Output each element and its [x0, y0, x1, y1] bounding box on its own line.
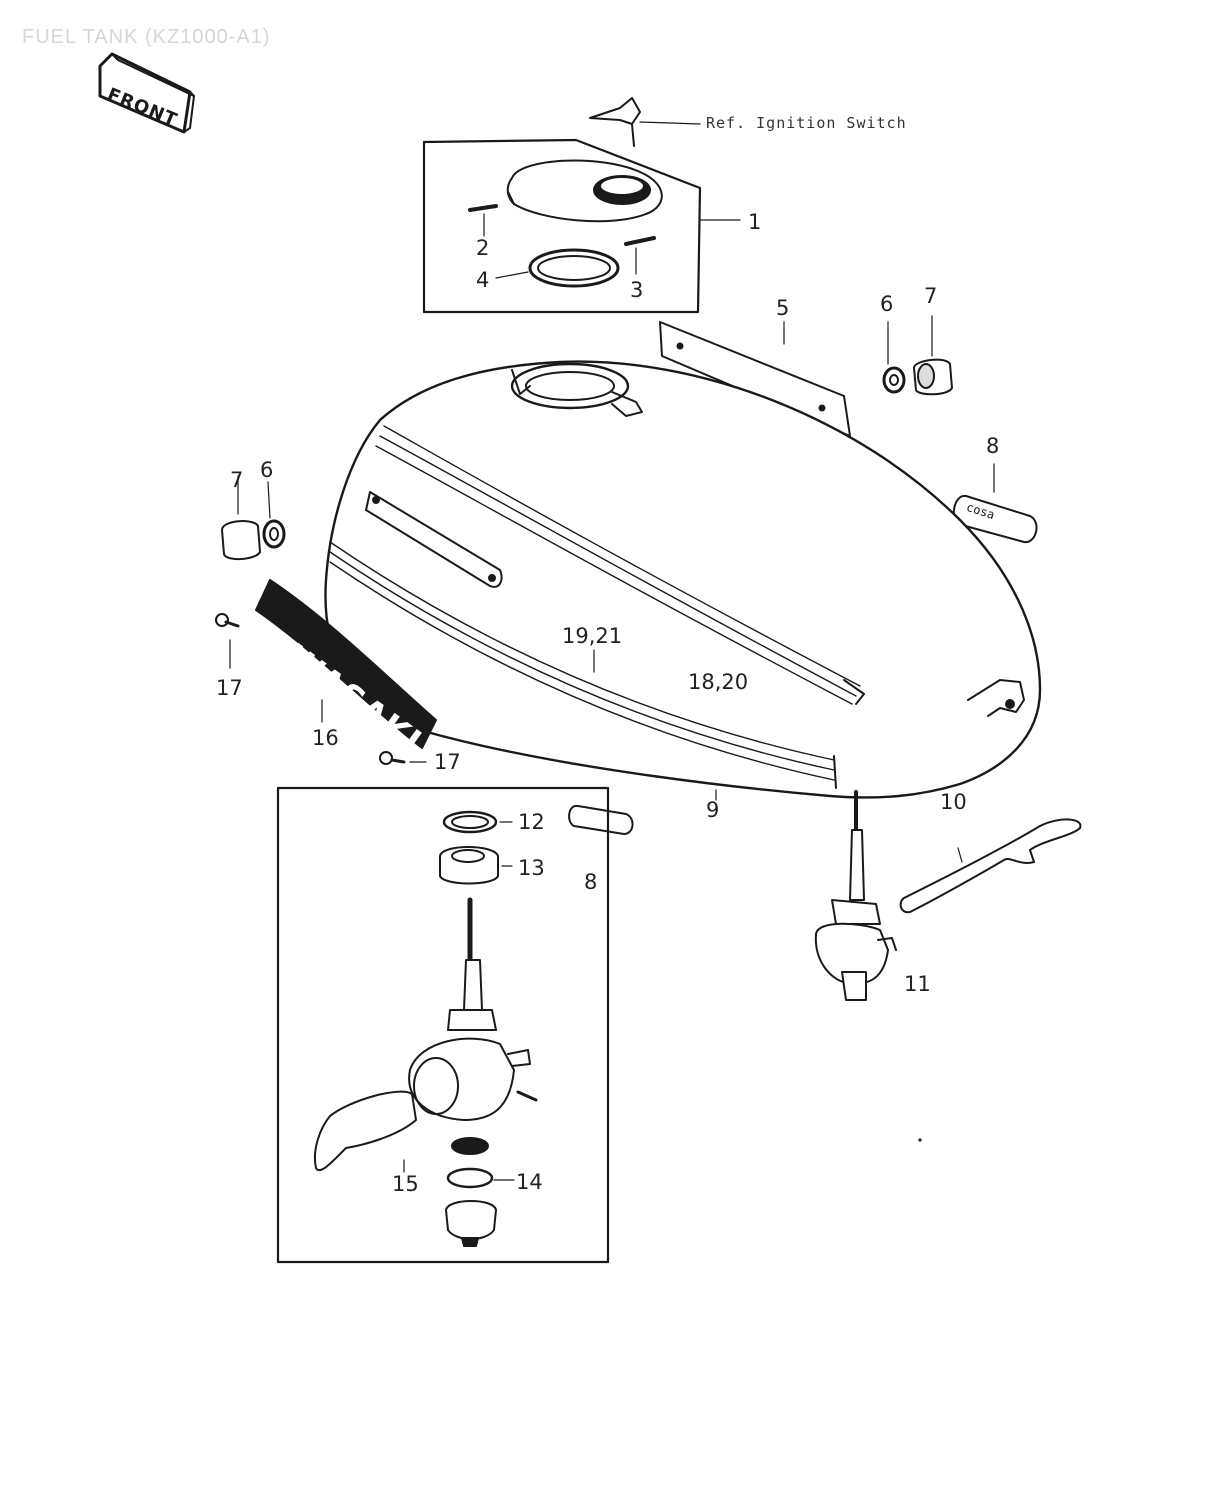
callout-11: 11	[904, 972, 931, 996]
damper-rubber-icon	[913, 315, 953, 396]
callout-9: 9	[706, 798, 720, 822]
callout-16: 16	[312, 726, 339, 750]
cap-pin-icon	[468, 204, 498, 237]
cap-gasket-icon	[495, 248, 620, 288]
callout-12: 12	[518, 810, 545, 834]
petcock-lever-icon	[314, 1090, 417, 1173]
fuel-petcock-icon	[814, 790, 897, 1001]
callout-5: 5	[776, 296, 790, 320]
kawasaki-emblem-icon	[255, 579, 437, 749]
callout-15: 15	[392, 1172, 419, 1196]
petcock-body-icon	[408, 897, 538, 1121]
grommet-icon	[952, 463, 1038, 544]
callout-10: 10	[940, 790, 967, 814]
fuel-cap-icon	[506, 159, 663, 223]
grommet-lower-icon	[568, 804, 634, 835]
callout-7-right: 7	[924, 284, 938, 308]
emblem-screw-icon	[215, 613, 240, 669]
reference-note: Ref. Ignition Switch	[706, 114, 907, 132]
petcock-box	[276, 786, 610, 1264]
callout-6-left: 6	[260, 458, 274, 482]
fuel-cap-box	[422, 138, 741, 314]
callout-13: 13	[518, 856, 545, 880]
cap-screw-icon	[624, 236, 656, 275]
callout-18-20: 18,20	[688, 670, 749, 694]
petcock-nut-icon	[439, 846, 513, 885]
page-title: FUEL TANK (KZ1000-A1)	[22, 26, 271, 48]
damper-rubber-left-icon	[221, 475, 261, 560]
callout-6-right: 6	[880, 292, 894, 316]
damper-washer-left-icon	[262, 481, 286, 549]
callout-14: 14	[516, 1170, 543, 1194]
callout-19-21: 19,21	[562, 624, 623, 648]
emblem-screw-lower-icon	[379, 751, 427, 765]
callout-4: 4	[476, 268, 490, 292]
callout-3: 3	[630, 278, 644, 302]
callout-17-left: 17	[216, 676, 243, 700]
ignition-switch-icon	[589, 97, 701, 147]
front-arrow-icon	[98, 52, 195, 134]
fuel-hose-icon	[899, 818, 1082, 914]
petcock-gasket-icon	[442, 810, 513, 834]
damper-washer-icon	[882, 321, 906, 394]
callout-1: 1	[748, 210, 762, 234]
fuel-tank-icon	[324, 360, 1042, 801]
callout-17-lower: 17	[434, 750, 461, 774]
callout-2: 2	[476, 236, 490, 260]
petcock-filter-icon	[445, 1137, 515, 1247]
callout-7-left: 7	[230, 468, 244, 492]
callout-8-right: 8	[986, 434, 1000, 458]
callout-8-lower: 8	[584, 870, 598, 894]
